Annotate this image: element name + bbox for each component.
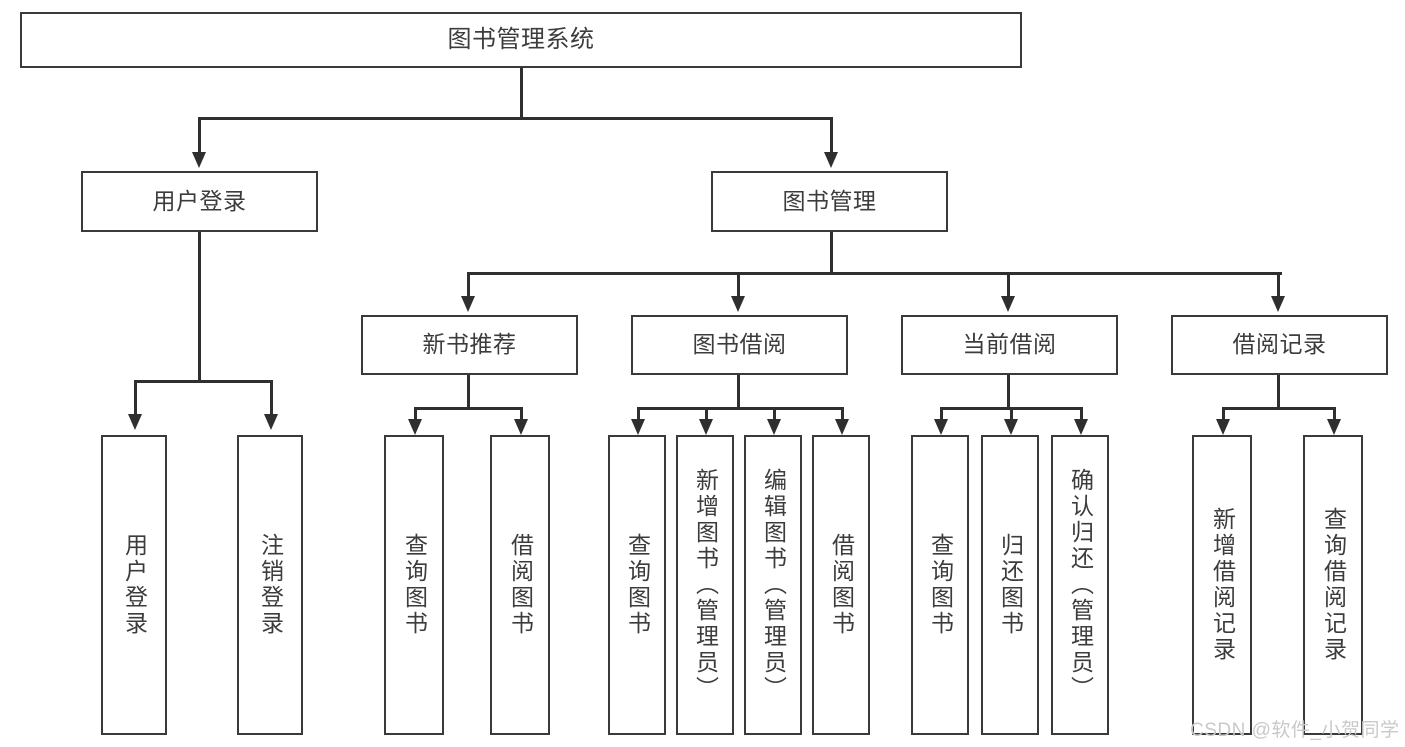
node-label: 查询图书 [624,533,651,637]
connector-br-drop-2 [1333,407,1336,421]
arrowhead-bm-to-new-book-recommend [461,296,475,312]
connector-bb-bus [637,407,841,410]
node-book-borrow[interactable]: 图书借阅 [631,315,848,375]
arrowhead-bb-leaf-3 [767,419,781,435]
arrowhead-nbr-leaf-1 [408,419,422,435]
arrowhead-bm-to-book-borrow [731,296,745,312]
node-borrow-record[interactable]: 借阅记录 [1171,315,1388,375]
node-label: 注销登录 [257,533,284,637]
leaf-borrow-book-1[interactable]: 借阅图书 [490,435,550,735]
connector-cb-stem [1007,375,1010,409]
connector-user-login-stem [198,232,201,382]
arrowhead-root-to-user-login [192,152,206,168]
arrowhead-nbr-leaf-2 [514,419,528,435]
arrowhead-bb-leaf-1 [631,419,645,435]
node-label: 借阅记录 [1232,331,1327,358]
node-current-borrow[interactable]: 当前借阅 [901,315,1118,375]
connector-cb-drop-2 [1010,407,1013,421]
leaf-query-record[interactable]: 查询借阅记录 [1303,435,1363,735]
arrowhead-br-leaf-2 [1327,419,1341,435]
node-label: 查询借阅记录 [1320,507,1347,663]
connector-user-login-bus [134,380,270,383]
arrowhead-cb-leaf-1 [934,419,948,435]
node-label: 用户登录 [152,187,247,214]
connector-nbr-stem [467,375,470,409]
arrowhead-root-to-book-management [824,152,838,168]
node-label: 当前借阅 [962,331,1057,358]
connector-book-management-bus [467,272,1282,275]
connector-bm-drop-2 [737,272,740,297]
connector-bb-drop-2 [705,407,708,421]
connector-bb-drop-3 [773,407,776,421]
leaf-add-book[interactable]: 新增图书（管理员） [676,435,734,735]
connector-nbr-bus [414,407,522,410]
connector-cb-drop-1 [940,407,943,421]
node-label: 图书管理系统 [447,25,595,53]
connector-root-stem [520,67,523,118]
leaf-edit-book[interactable]: 编辑图书（管理员） [744,435,802,735]
leaf-logout-login[interactable]: 注销登录 [237,435,303,735]
leaf-query-book-1[interactable]: 查询图书 [384,435,444,735]
node-label: 新增借阅记录 [1209,507,1236,663]
connector-br-drop-1 [1222,407,1225,421]
node-label: 借阅图书 [507,533,534,637]
connector-bb-drop-1 [637,407,640,421]
connector-root-to-book-management [830,117,833,153]
node-label: 用户登录 [121,533,148,637]
arrowhead-br-leaf-1 [1216,419,1230,435]
connector-book-management-stem [830,232,833,274]
connector-user-login-drop-2 [270,380,273,415]
node-label: 查询图书 [401,533,428,637]
node-new-book-recommend[interactable]: 新书推荐 [361,315,578,375]
leaf-return-book[interactable]: 归还图书 [981,435,1039,735]
node-label: 编辑图书（管理员） [760,468,787,702]
connector-bm-drop-1 [467,272,470,297]
connector-nbr-drop-1 [414,407,417,421]
connector-br-bus [1222,407,1335,410]
arrowhead-cb-leaf-2 [1004,419,1018,435]
connector-root-to-user-login [198,117,201,153]
connector-bb-drop-4 [841,407,844,421]
arrowhead-bb-leaf-2 [699,419,713,435]
connector-br-stem [1277,375,1280,409]
leaf-query-book-3[interactable]: 查询图书 [911,435,969,735]
node-label: 查询图书 [927,533,954,637]
connector-bb-stem [737,375,740,409]
arrowhead-user-login-leaf-2 [264,414,278,430]
connector-user-login-drop-1 [134,380,137,415]
connector-cb-drop-3 [1080,407,1083,421]
node-label: 归还图书 [997,533,1024,637]
leaf-query-book-2[interactable]: 查询图书 [608,435,666,735]
connector-root-bus [198,117,832,120]
csdn-watermark: CSDN @软件_小贺同学 [1190,720,1400,741]
leaf-confirm-return[interactable]: 确认归还（管理员） [1051,435,1109,735]
arrowhead-bm-to-borrow-record [1271,296,1285,312]
arrowhead-cb-leaf-3 [1074,419,1088,435]
leaf-add-record[interactable]: 新增借阅记录 [1192,435,1252,735]
leaf-user-login[interactable]: 用户登录 [101,435,167,735]
arrowhead-bm-to-current-borrow [1001,296,1015,312]
node-label: 图书借阅 [692,331,787,358]
connector-nbr-drop-2 [520,407,523,421]
arrowhead-bb-leaf-4 [835,419,849,435]
arrowhead-user-login-leaf-1 [128,414,142,430]
node-root-book-management-system[interactable]: 图书管理系统 [20,12,1022,68]
connector-bm-drop-3 [1007,272,1010,297]
node-label: 借阅图书 [828,533,855,637]
connector-bm-drop-4 [1277,272,1280,297]
node-label: 新增图书（管理员） [692,468,719,702]
node-label: 确认归还（管理员） [1067,468,1094,702]
leaf-borrow-book-2[interactable]: 借阅图书 [812,435,870,735]
node-label: 图书管理 [782,187,877,214]
node-label: 新书推荐 [422,331,517,358]
node-user-login[interactable]: 用户登录 [81,171,318,232]
node-book-management[interactable]: 图书管理 [711,171,948,232]
